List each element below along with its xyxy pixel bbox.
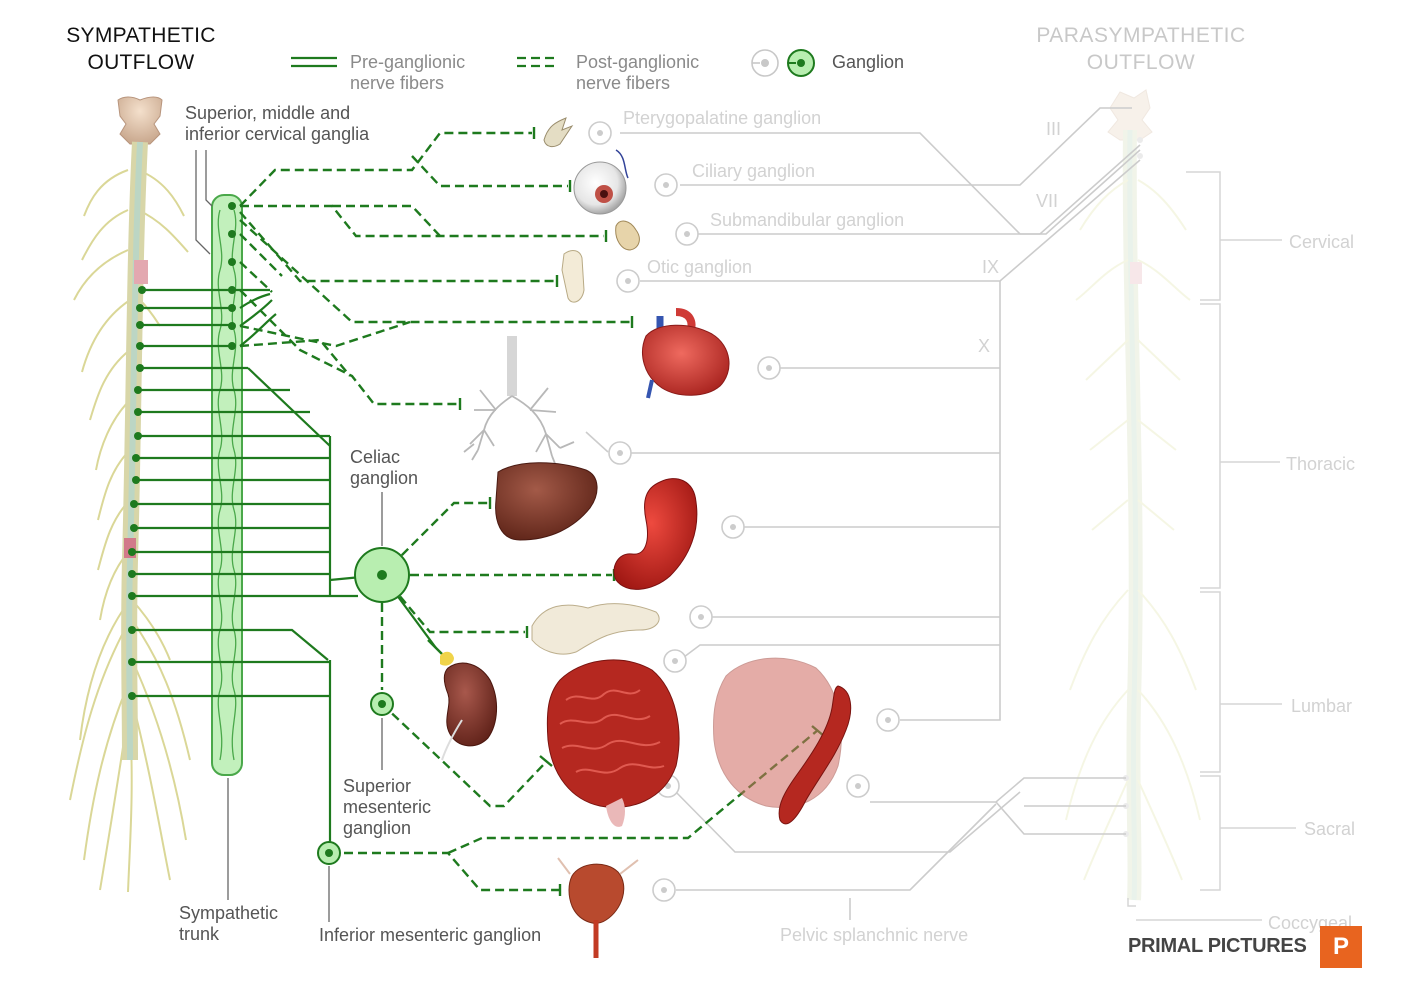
post-ganglionic-legend-line-2: nerve fibers bbox=[576, 73, 671, 93]
post-ganglionic-fibers bbox=[239, 131, 819, 892]
region-cervical-label: Cervical bbox=[1289, 232, 1355, 252]
parasympathetic-ganglia bbox=[588, 121, 900, 902]
kidney-icon bbox=[440, 651, 497, 761]
superior-mesenteric-line-1: Superior bbox=[343, 776, 412, 796]
parasympathetic-nerve-paths bbox=[585, 107, 1141, 920]
pre-ganglionic-legend-label: Pre-ganglionic nerve fibers bbox=[350, 52, 465, 94]
pelvic-splanchnic-nerve-label: Pelvic splanchnic nerve bbox=[780, 925, 969, 945]
celiac-label-line-2: ganglion bbox=[350, 468, 419, 488]
region-thoracic-label: Thoracic bbox=[1286, 454, 1356, 474]
sympathetic-trunk-line-2: trunk bbox=[179, 924, 220, 944]
brand-name: PRIMAL PICTURES bbox=[1128, 935, 1307, 957]
superior-mesenteric-line-2: mesenteric bbox=[343, 797, 432, 817]
small-intestine-icon bbox=[546, 659, 680, 827]
parasympathetic-side bbox=[585, 89, 1296, 921]
sympathetic-title-line-2: OUTFLOW bbox=[87, 51, 195, 74]
cranial-nerve-ix-label: IX bbox=[982, 257, 1000, 277]
heart-icon bbox=[642, 308, 730, 399]
sympathetic-title-line-1: SYMPATHETIC bbox=[66, 24, 216, 47]
pre-ganglionic-origin-dots bbox=[128, 286, 146, 700]
superior-mesenteric-ganglion bbox=[370, 692, 394, 716]
submandibular-gland-icon bbox=[615, 220, 640, 251]
pterygopalatine-ganglion-label: Pterygopalatine ganglion bbox=[623, 108, 822, 128]
pre-ganglionic-fibers bbox=[132, 288, 383, 852]
post-ganglionic-legend-label: Post-ganglionic nerve fibers bbox=[576, 52, 699, 94]
celiac-ganglion-label: Celiac ganglion bbox=[350, 447, 418, 489]
brand-logo-icon: P bbox=[1320, 926, 1362, 968]
cranial-nerve-vii-label: VII bbox=[1036, 191, 1059, 211]
pterygopalatine-tissue bbox=[543, 117, 574, 148]
celiac-label-line-1: Celiac bbox=[350, 447, 401, 467]
post-ganglionic-legend-line-1: Post-ganglionic bbox=[576, 52, 700, 72]
liver-icon bbox=[495, 462, 598, 541]
region-sacral-label: Sacral bbox=[1304, 819, 1356, 839]
parasympathetic-spinal-cord bbox=[1065, 89, 1201, 901]
pre-ganglionic-legend-icon bbox=[291, 56, 337, 68]
sympathetic-trunk-label: Sympathetic trunk bbox=[179, 903, 278, 945]
parasympathetic-title-line-1: PARASYMPATHETIC bbox=[1036, 24, 1246, 47]
ciliary-ganglion-label: Ciliary ganglion bbox=[692, 161, 816, 181]
sympathetic-trunk-line-1: Sympathetic bbox=[179, 903, 279, 923]
cervical-ganglia-label: Superior, middle and inferior cervical g… bbox=[185, 103, 369, 145]
sympathetic-outflow-title: SYMPATHETIC OUTFLOW bbox=[60, 22, 222, 76]
legend bbox=[291, 49, 815, 77]
stomach-icon bbox=[613, 478, 698, 590]
inferior-mesenteric-ganglion bbox=[317, 841, 341, 865]
sympathetic-spinal-cord bbox=[69, 96, 191, 893]
lungs-airway-icon bbox=[463, 336, 575, 467]
post-ganglionic-legend-icon bbox=[517, 56, 557, 68]
celiac-ganglion bbox=[354, 547, 410, 603]
parasympathetic-title-line-2: OUTFLOW bbox=[1086, 51, 1196, 74]
eye-icon bbox=[573, 149, 629, 215]
ganglion-legend-icon bbox=[787, 49, 815, 77]
large-intestine-icon bbox=[713, 657, 842, 808]
inferior-mesenteric-ganglion-label: Inferior mesenteric ganglion bbox=[319, 925, 542, 945]
cranial-nerve-iii-label: III bbox=[1046, 119, 1062, 139]
parotid-gland-icon bbox=[561, 250, 585, 303]
pre-ganglionic-legend-line-2: nerve fibers bbox=[350, 73, 445, 93]
ganglion-legend-ghost-icon bbox=[751, 49, 779, 77]
ganglion-legend-label: Ganglion bbox=[832, 52, 905, 72]
superior-mesenteric-ganglion-label: Superior mesenteric ganglion bbox=[343, 776, 431, 839]
cervical-ganglia-line-1: Superior, middle and bbox=[185, 103, 351, 123]
otic-ganglion-label: Otic ganglion bbox=[647, 257, 753, 277]
parasympathetic-outflow-title: PARASYMPATHETIC OUTFLOW bbox=[1030, 22, 1252, 76]
superior-mesenteric-line-3: ganglion bbox=[343, 818, 412, 838]
label-leaders bbox=[195, 150, 383, 922]
pre-ganglionic-legend-line-1: Pre-ganglionic bbox=[350, 52, 466, 72]
sigmoid-colon-icon bbox=[778, 685, 852, 825]
cranial-nerve-x-label: X bbox=[978, 336, 991, 356]
sympathetic-trunk bbox=[211, 194, 243, 776]
pancreas-icon bbox=[531, 603, 660, 655]
region-lumbar-label: Lumbar bbox=[1291, 696, 1353, 716]
region-bracket bbox=[1127, 171, 1296, 921]
submandibular-ganglion-label: Submandibular ganglion bbox=[710, 210, 905, 230]
bladder-icon bbox=[557, 857, 639, 958]
cervical-ganglia-line-2: inferior cervical ganglia bbox=[185, 124, 370, 144]
trunk-ganglion-nodes bbox=[228, 202, 236, 350]
